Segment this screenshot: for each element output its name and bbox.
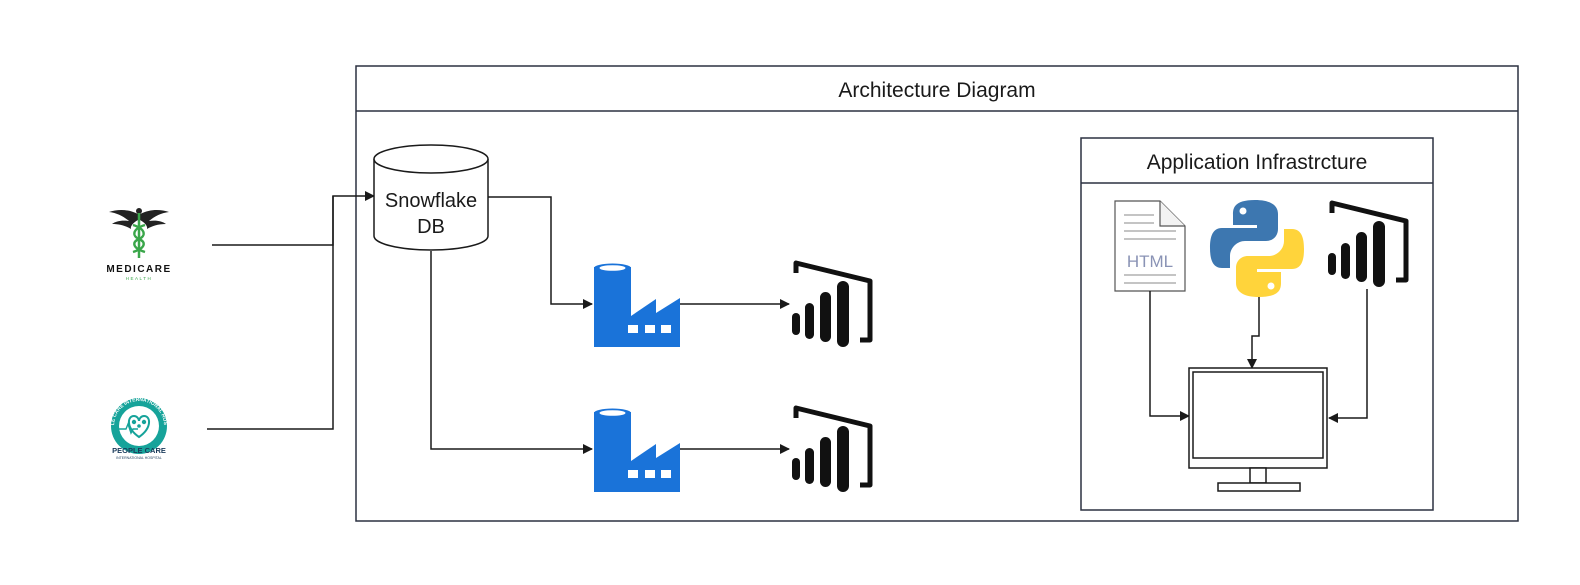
monitor-icon (1188, 367, 1328, 492)
power-bi-icon (792, 405, 873, 492)
peoplecare-name: PEOPLE CARE (112, 446, 166, 455)
architecture-container: Architecture Diagram (355, 65, 1519, 522)
diagram-title: Architecture Diagram (838, 79, 1035, 102)
power-bi-icon (1328, 200, 1409, 287)
family-heart-icon (119, 414, 150, 439)
html-file-icon: HTML (1114, 200, 1186, 292)
python-icon (1210, 200, 1304, 297)
peoplecare-sub: INTERNATIONAL HOSPITAL (116, 456, 162, 460)
app-infra-container: Application Infrastrcture (1080, 137, 1434, 511)
data-factory-icon (594, 263, 680, 347)
caduceus-icon (109, 208, 169, 258)
factory-connectors (680, 299, 790, 454)
power-bi-icon (792, 260, 873, 347)
data-factory-icon (594, 408, 680, 492)
app-infra-connectors (1149, 289, 1368, 423)
app-infra-title: Application Infrastrcture (1147, 151, 1368, 174)
medicare-logo: MEDICARE HEALTH (106, 208, 171, 281)
source-connectors (207, 191, 375, 430)
html-label: HTML (1127, 252, 1173, 271)
medicare-sub: HEALTH (126, 276, 152, 281)
db-connectors (430, 196, 593, 454)
db-label-line1: Snowflake (385, 190, 477, 212)
medicare-name: MEDICARE (106, 264, 171, 275)
snowflake-db: Snowflake DB (373, 144, 489, 251)
db-label-line2: DB (417, 216, 445, 238)
